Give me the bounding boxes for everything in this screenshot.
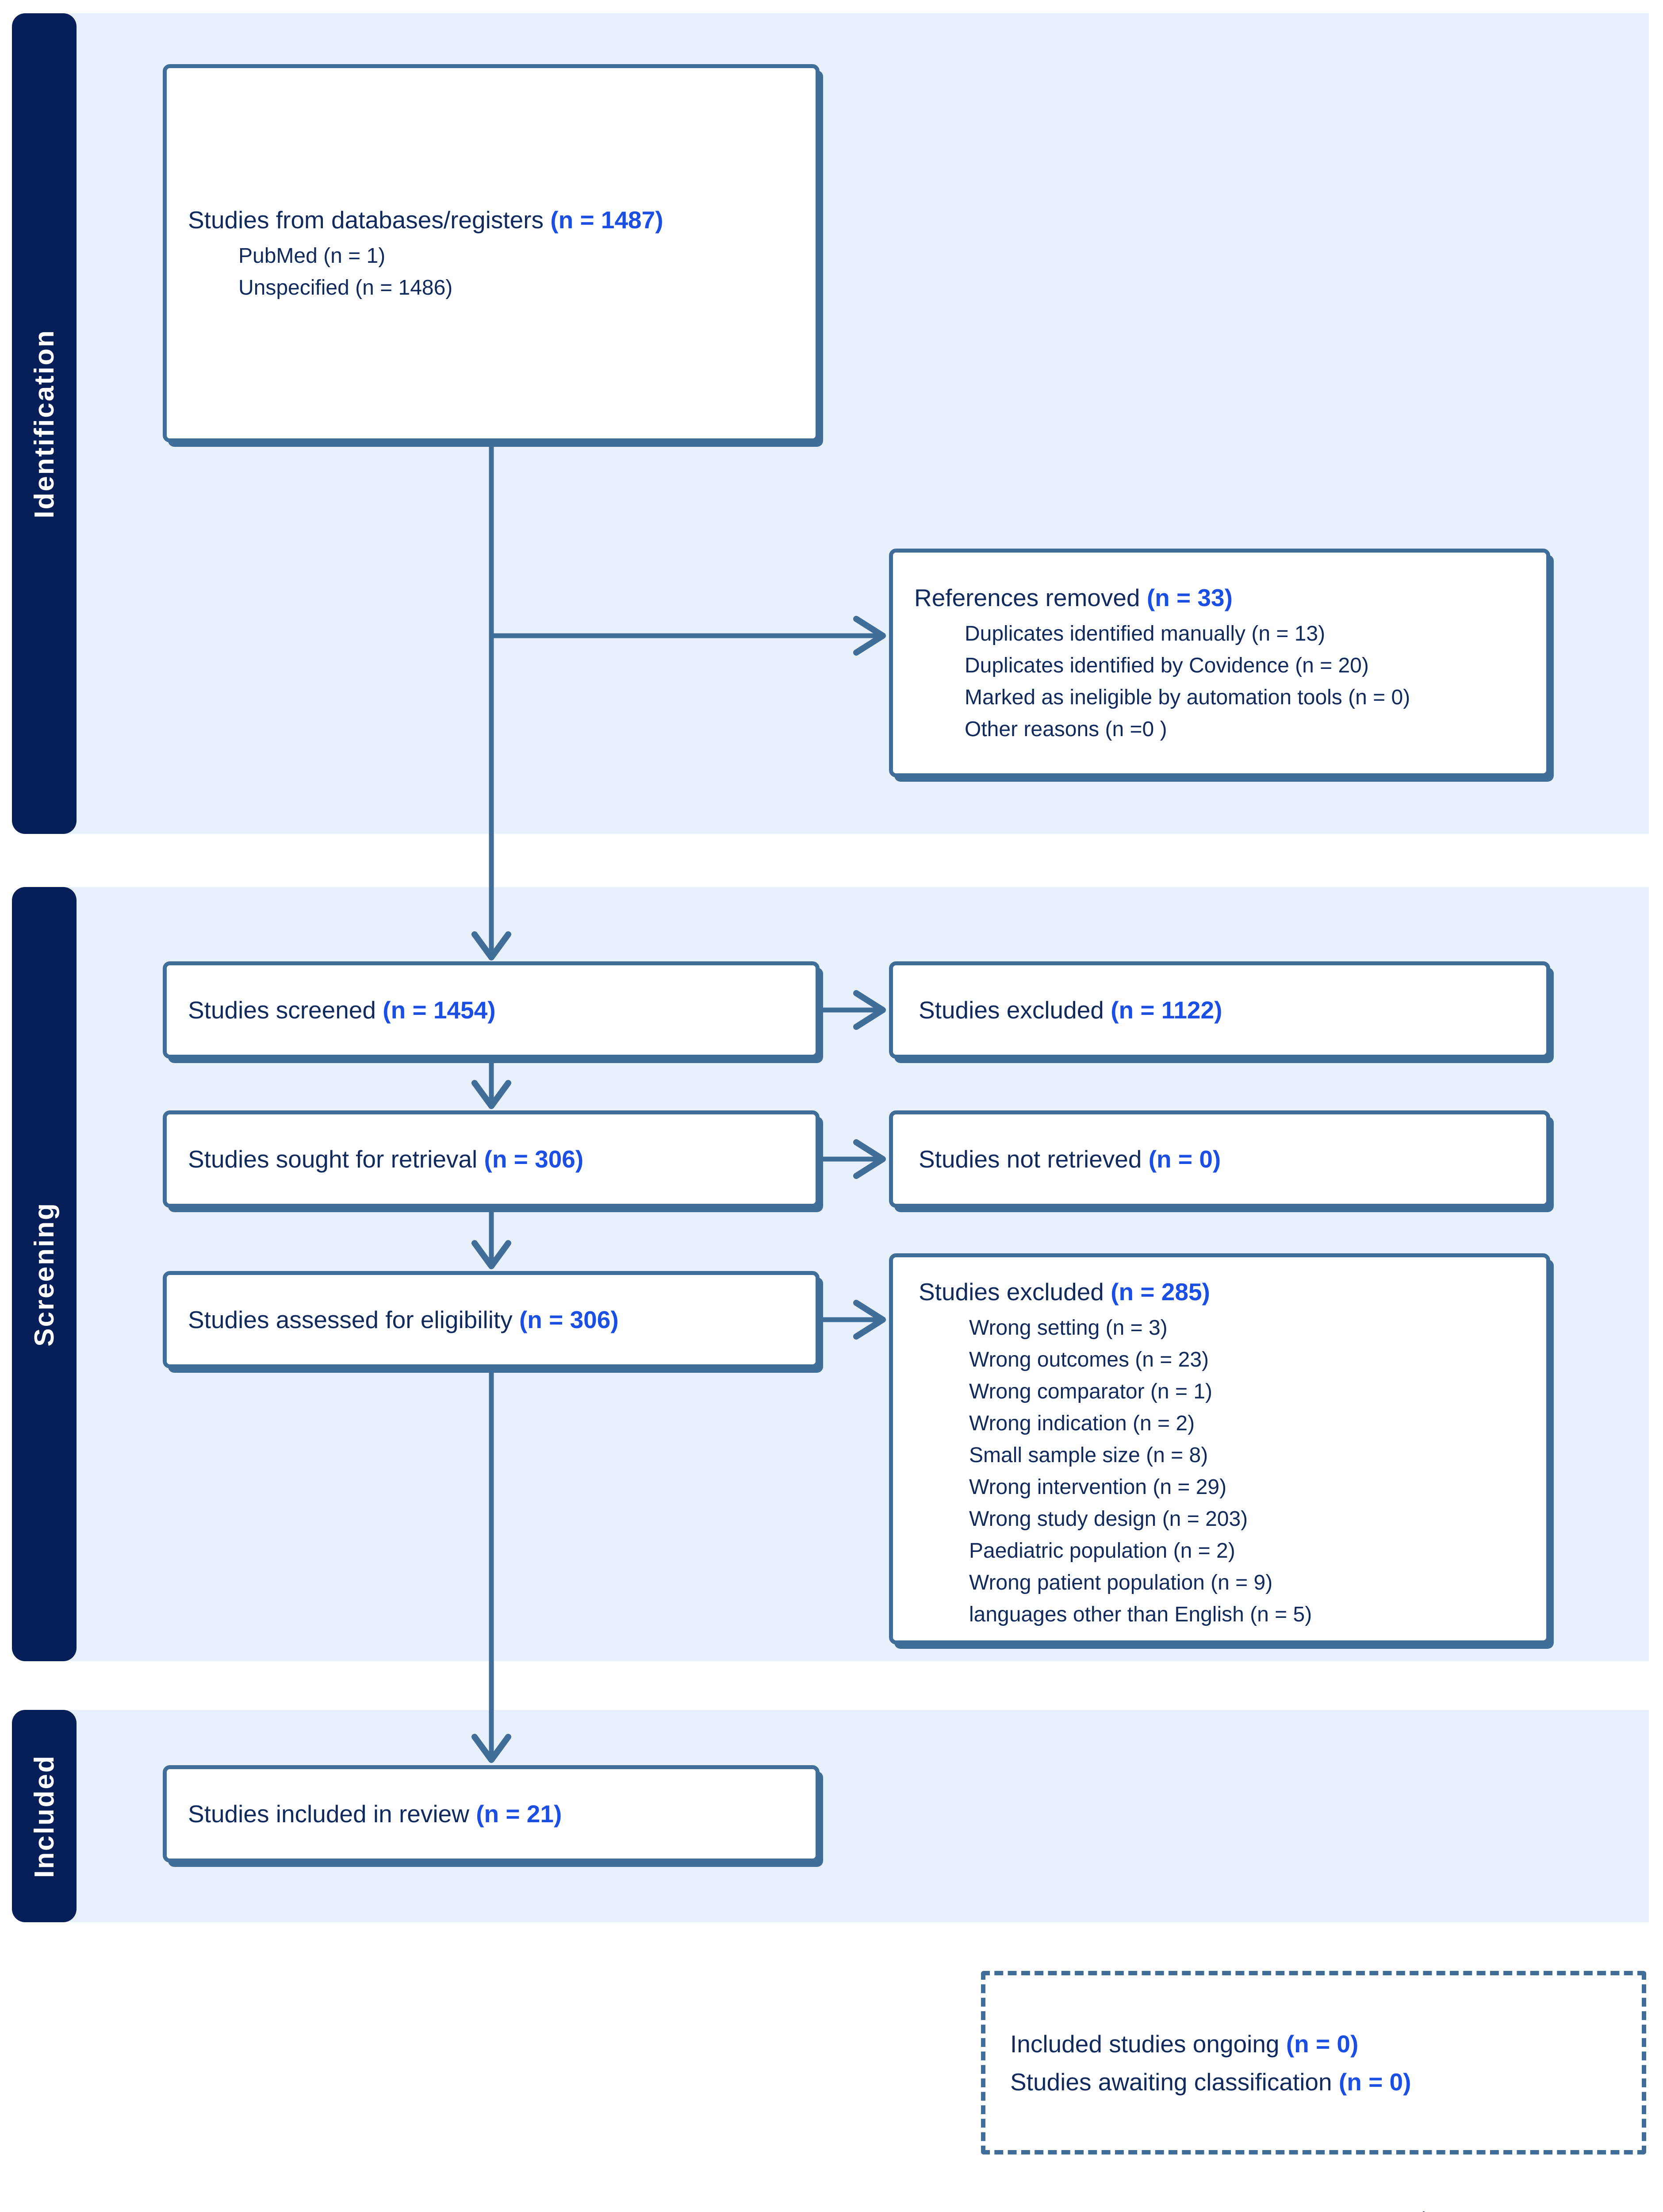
box-title-label: Studies screened xyxy=(188,996,383,1024)
box-title-label: References removed xyxy=(914,584,1147,611)
sidebar-screening: Screening xyxy=(12,887,77,1661)
box-item-list: Duplicates identified manually (n = 13) D… xyxy=(914,618,1533,745)
awaiting-count: (n = 0) xyxy=(1338,2068,1411,2096)
box-subitem: Duplicates identified manually (n = 13) xyxy=(965,622,1326,645)
box-studies-from-databases: Studies from databases/registers (n = 14… xyxy=(163,64,820,442)
box-subitem: Unspecified (n = 1486) xyxy=(238,276,453,300)
box-subitem: Marked as ineligible by automation tools… xyxy=(965,685,1410,709)
box-studies-included-review: Studies included in review (n = 21) xyxy=(163,1765,820,1863)
sidebar-included-label: Included xyxy=(29,1754,60,1878)
box-studies-assessed-eligibility: Studies assessed for eligibility (n = 30… xyxy=(163,1271,820,1368)
box-subitem: languages other than English (n = 5) xyxy=(969,1603,1312,1626)
box-title-count: (n = 306) xyxy=(484,1145,584,1173)
box-studies-excluded-screening: Studies excluded (n = 1122) xyxy=(889,961,1550,1059)
box-studies-excluded-eligibility: Studies excluded (n = 285) Wrong setting… xyxy=(889,1253,1550,1644)
box-title-label: Studies assessed for eligibility xyxy=(188,1306,519,1333)
box-item-list: Wrong setting (n = 3) Wrong outcomes (n =… xyxy=(919,1312,1533,1631)
box-ongoing-awaiting-dashed: Included studies ongoing (n = 0) Studies… xyxy=(981,1971,1646,2154)
box-title-count: (n = 1487) xyxy=(550,206,663,234)
box-references-removed: References removed (n = 33) Duplicates i… xyxy=(889,549,1550,777)
box-title-count: (n = 21) xyxy=(476,1800,562,1828)
box-subitem: Other reasons (n =0 ) xyxy=(965,717,1167,741)
box-title-count: (n = 33) xyxy=(1146,584,1233,611)
box-subitem: Wrong study design (n = 203) xyxy=(969,1507,1248,1531)
awaiting-label: Studies awaiting classification xyxy=(1010,2068,1339,2096)
box-subitem: Wrong intervention (n = 29) xyxy=(969,1475,1227,1499)
sidebar-included: Included xyxy=(12,1710,77,1922)
box-title-label: Studies excluded xyxy=(919,996,1111,1024)
sidebar-identification-label: Identification xyxy=(29,329,60,518)
box-title-label: Studies excluded xyxy=(919,1278,1111,1306)
box-title: Studies excluded (n = 1122) xyxy=(919,993,1533,1027)
box-title-count: (n = 285) xyxy=(1111,1278,1210,1306)
ongoing-line: Included studies ongoing (n = 0) xyxy=(1010,2025,1642,2063)
box-title-label: Studies not retrieved xyxy=(919,1145,1149,1173)
box-title-count: (n = 0) xyxy=(1148,1145,1221,1173)
box-subitem: Wrong comparator (n = 1) xyxy=(969,1380,1213,1403)
box-title-count: (n = 306) xyxy=(519,1306,619,1333)
box-subitem: Duplicates identified by Covidence (n = … xyxy=(965,653,1369,677)
ongoing-count: (n = 0) xyxy=(1286,2030,1359,2058)
box-title-label: Studies from databases/registers xyxy=(188,206,551,234)
box-studies-sought-retrieval: Studies sought for retrieval (n = 306) xyxy=(163,1110,820,1208)
box-title-label: Studies sought for retrieval xyxy=(188,1145,484,1173)
box-title: Studies assessed for eligibility (n = 30… xyxy=(188,1303,802,1336)
box-subitem: Wrong outcomes (n = 23) xyxy=(969,1348,1209,1371)
box-title-count: (n = 1454) xyxy=(383,996,496,1024)
box-studies-not-retrieved: Studies not retrieved (n = 0) xyxy=(889,1110,1550,1208)
awaiting-line: Studies awaiting classification (n = 0) xyxy=(1010,2063,1642,2101)
box-subitem: PubMed (n = 1) xyxy=(238,244,386,268)
box-title: Studies sought for retrieval (n = 306) xyxy=(188,1142,802,1176)
box-subitem: Wrong setting (n = 3) xyxy=(969,1316,1168,1340)
sidebar-identification: Identification xyxy=(12,13,77,834)
sidebar-screening-label: Screening xyxy=(29,1202,60,1347)
box-title: Studies screened (n = 1454) xyxy=(188,993,802,1027)
box-studies-screened: Studies screened (n = 1454) xyxy=(163,961,820,1059)
box-title: References removed (n = 33) xyxy=(914,581,1533,614)
box-title: Studies excluded (n = 285) xyxy=(919,1275,1533,1309)
box-title-count: (n = 1122) xyxy=(1111,996,1222,1024)
box-title: Studies from databases/registers (n = 14… xyxy=(188,203,802,237)
box-subitem: Small sample size (n = 8) xyxy=(969,1444,1208,1467)
box-title: Studies included in review (n = 21) xyxy=(188,1797,802,1831)
box-subitem: Wrong patient population (n = 9) xyxy=(969,1571,1273,1594)
box-subitem: Wrong indication (n = 2) xyxy=(969,1412,1195,1435)
ongoing-label: Included studies ongoing xyxy=(1010,2030,1286,2058)
box-item-list: PubMed (n = 1) Unspecified (n = 1486) xyxy=(188,240,802,304)
box-title: Studies not retrieved (n = 0) xyxy=(919,1142,1533,1176)
box-subitem: Paediatric population (n = 2) xyxy=(969,1539,1235,1563)
box-title-label: Studies included in review xyxy=(188,1800,476,1828)
